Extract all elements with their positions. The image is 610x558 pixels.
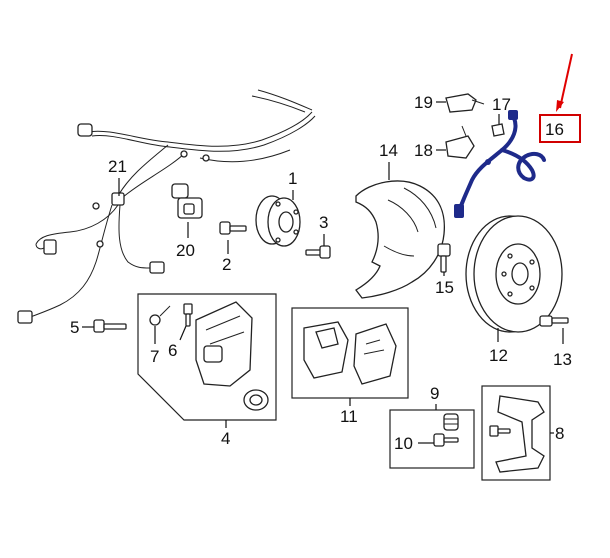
- part-18-bracket[interactable]: [445, 125, 475, 159]
- part-7-bleeder-cap[interactable]: [149, 305, 171, 326]
- callout-11: 11: [340, 407, 358, 426]
- callout-17: 17: [492, 95, 511, 114]
- part-16-abs-sensor-cable[interactable]: [454, 110, 546, 218]
- part-11-brake-pads[interactable]: [303, 321, 397, 385]
- callout-20: 20: [176, 241, 195, 260]
- part-9-boot[interactable]: [443, 413, 459, 431]
- part-12-brake-disc[interactable]: [465, 215, 563, 333]
- part-20-sensor[interactable]: [171, 183, 203, 219]
- part-4-brake-caliper[interactable]: [195, 301, 269, 411]
- part-8-caliper-bracket[interactable]: [489, 395, 545, 473]
- callout-2: 2: [222, 255, 231, 274]
- part-21-wiring-harness[interactable]: [17, 89, 316, 324]
- callout-9: 9: [430, 384, 439, 403]
- callout-14: 14: [379, 141, 398, 160]
- callout-21: 21: [108, 157, 127, 176]
- callout-4: 4: [221, 429, 230, 448]
- part-2-bolt[interactable]: [219, 221, 247, 235]
- callout-15: 15: [435, 278, 454, 297]
- part-19-bracket[interactable]: [445, 93, 485, 113]
- group-box-9: [389, 409, 475, 469]
- callout-8: 8: [555, 424, 564, 443]
- callout-6: 6: [168, 341, 177, 360]
- part-6-bleeder-screw[interactable]: [183, 303, 193, 327]
- callout-13: 13: [553, 350, 572, 369]
- callout-1: 1: [288, 169, 297, 188]
- part-1-wheel-hub[interactable]: [255, 195, 301, 247]
- callout-7: 7: [150, 347, 159, 366]
- callout-3: 3: [319, 213, 328, 232]
- callout-10: 10: [394, 434, 413, 453]
- part-14-splash-shield[interactable]: [355, 180, 446, 299]
- callout-18: 18: [414, 141, 433, 160]
- callout-5: 5: [70, 318, 79, 337]
- callout-12: 12: [489, 346, 508, 365]
- part-3-bolt[interactable]: [305, 245, 331, 259]
- callout-16-highlight-box: [539, 114, 581, 143]
- part-13-bolt[interactable]: [539, 315, 569, 327]
- part-17-clip[interactable]: [491, 123, 505, 137]
- part-5-bolt[interactable]: [93, 319, 127, 333]
- group-box-4: [137, 293, 277, 421]
- callout-19: 19: [414, 93, 433, 112]
- highlight-arrow-head: [556, 100, 564, 112]
- highlight-arrow: [559, 53, 573, 109]
- part-10-guide-pin[interactable]: [433, 433, 459, 447]
- part-15-bolt[interactable]: [437, 243, 451, 273]
- callout-16: 16: [545, 120, 564, 139]
